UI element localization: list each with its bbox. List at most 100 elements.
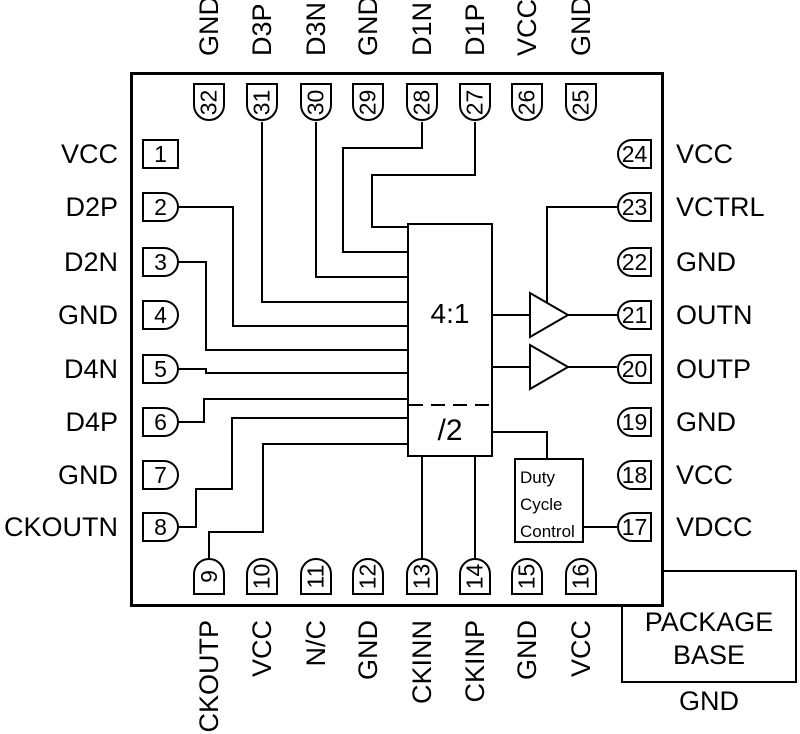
dcc-line3: Control — [520, 522, 575, 541]
pin-23-net-label-vctrl: VCTRL — [676, 192, 765, 222]
pin-22-net-label-gnd: GND — [676, 247, 736, 277]
pin-11-number: 11 — [302, 564, 329, 589]
pin-21-net-label-outn: OUTN — [676, 300, 753, 330]
pin-20-number: 20 — [621, 355, 648, 382]
pin-13-number: 13 — [408, 563, 435, 590]
mux-ratio-label: 4:1 — [430, 298, 470, 329]
duty-cycle-control-box: Duty Cycle Control — [514, 458, 584, 543]
pin-3-number: 3 — [154, 248, 167, 275]
pin-31-net-label-d3p: D3P — [247, 3, 277, 56]
divider-label: /2 — [437, 414, 463, 447]
wire-CKOUTP — [208, 443, 407, 558]
pin-7-number: 7 — [154, 461, 167, 488]
pin-18: 18 — [617, 460, 652, 490]
pin-15-net-label-gnd: GND — [512, 620, 542, 680]
pin-29-number: 29 — [354, 89, 381, 115]
outp-buffer-triangle — [529, 343, 570, 391]
pin-28: 28 — [406, 83, 438, 121]
pin-24-number: 24 — [621, 140, 648, 167]
wire-D4N — [179, 368, 407, 374]
pin-12-net-label-gnd: GND — [353, 620, 383, 680]
pin-29-net-label-gnd: GND — [353, 0, 383, 56]
pin-14-number: 14 — [461, 563, 488, 590]
pin-25-number: 25 — [567, 89, 594, 115]
pin-13: 13 — [406, 558, 438, 595]
pin-14: 14 — [459, 558, 491, 595]
pin-17-net-label-vdcc: VDCC — [676, 512, 753, 542]
pin-20-net-label-outp: OUTP — [676, 354, 752, 384]
pin-23-number: 23 — [621, 193, 648, 220]
pin-10-number: 10 — [248, 563, 275, 590]
pin-5-number: 5 — [154, 355, 167, 382]
pin-11-net-label-n-c: N/C — [301, 620, 331, 667]
pin-16-number: 16 — [567, 563, 594, 590]
package-base-box: PACKAGE BASE — [621, 570, 797, 683]
pin-10: 10 — [246, 558, 278, 595]
pin-8-number: 8 — [154, 513, 167, 540]
pin-9: 9 — [193, 558, 225, 595]
pin-29: 29 — [352, 83, 384, 121]
pin-1: 1 — [142, 139, 179, 169]
pin-13-net-label-ckinn: CKINN — [407, 620, 437, 705]
pin-26-net-label-vcc: VCC — [512, 0, 542, 56]
wire-CKOUTN — [179, 417, 407, 528]
pin-24-net-label-vcc: VCC — [676, 139, 734, 169]
pin-1-number: 1 — [154, 140, 167, 167]
pin-20: 20 — [617, 354, 652, 384]
pin-8-net-label-ckoutn: CKOUTN — [4, 512, 118, 542]
pin-32-net-label-gnd: GND — [194, 0, 224, 56]
wire-divider-to-dcc — [493, 431, 548, 458]
pin-30-net-label-d3n: D3N — [301, 1, 331, 56]
pin-17-number: 17 — [621, 513, 648, 540]
pin-22-number: 22 — [621, 248, 648, 275]
pin-27: 27 — [459, 83, 491, 121]
pin-5-net-label-d4n: D4N — [63, 354, 118, 384]
pin-19-net-label-gnd: GND — [676, 407, 736, 437]
wire-D1P — [371, 122, 476, 228]
pin-12-number: 12 — [354, 563, 381, 590]
pin-23: 23 — [617, 192, 652, 222]
pin-7: 7 — [142, 460, 179, 490]
pin-18-net-label-vcc: VCC — [676, 460, 734, 490]
pin-31: 31 — [246, 83, 278, 121]
pin-21: 21 — [617, 300, 652, 330]
pin-14-net-label-ckinp: CKINP — [460, 620, 490, 703]
package-base-line2: BASE — [672, 640, 746, 670]
pin-6-net-label-d4p: D4P — [65, 407, 118, 437]
pin-5: 5 — [142, 354, 179, 384]
pin-12: 12 — [352, 558, 384, 595]
pin-31-number: 31 — [248, 89, 275, 115]
pin-15: 15 — [511, 558, 543, 595]
pin-2-number: 2 — [154, 193, 167, 220]
pin-9-number: 9 — [195, 570, 222, 583]
wire-D3N — [315, 122, 407, 278]
pin-27-number: 27 — [461, 89, 488, 115]
pin-32-number: 32 — [195, 89, 222, 115]
pin-32: 32 — [193, 83, 225, 121]
pin-15-number: 15 — [513, 563, 540, 590]
pin-2-net-label-d2p: D2P — [65, 192, 118, 222]
pin-27-net-label-d1p: D1P — [460, 3, 490, 56]
package-base-line1: PACKAGE — [644, 607, 774, 637]
pin-4: 4 — [142, 300, 179, 330]
pin-30-number: 30 — [302, 89, 329, 115]
pin-21-number: 21 — [621, 301, 648, 328]
pin-25: 25 — [565, 83, 597, 121]
pin-4-number: 4 — [154, 301, 167, 328]
pin-28-net-label-d1n: D1N — [407, 1, 437, 56]
mux-divider-block: 4:1 /2 — [407, 223, 493, 457]
pin-26-number: 26 — [513, 89, 540, 115]
pin-1-net-label-vcc: VCC — [60, 139, 118, 169]
pin-19-number: 19 — [621, 408, 648, 435]
pin-24: 24 — [617, 139, 652, 169]
dcc-line2: Cycle — [520, 495, 563, 514]
pin-28-number: 28 — [408, 89, 435, 115]
pin-9-net-label-ckoutp: CKOUTP — [194, 620, 224, 733]
wire-D1N — [342, 122, 423, 253]
pin-25-net-label-gnd: GND — [566, 0, 596, 56]
pin-16-net-label-vcc: VCC — [566, 620, 596, 678]
pin-4-net-label-gnd: GND — [58, 300, 118, 330]
pin-8: 8 — [142, 512, 179, 542]
